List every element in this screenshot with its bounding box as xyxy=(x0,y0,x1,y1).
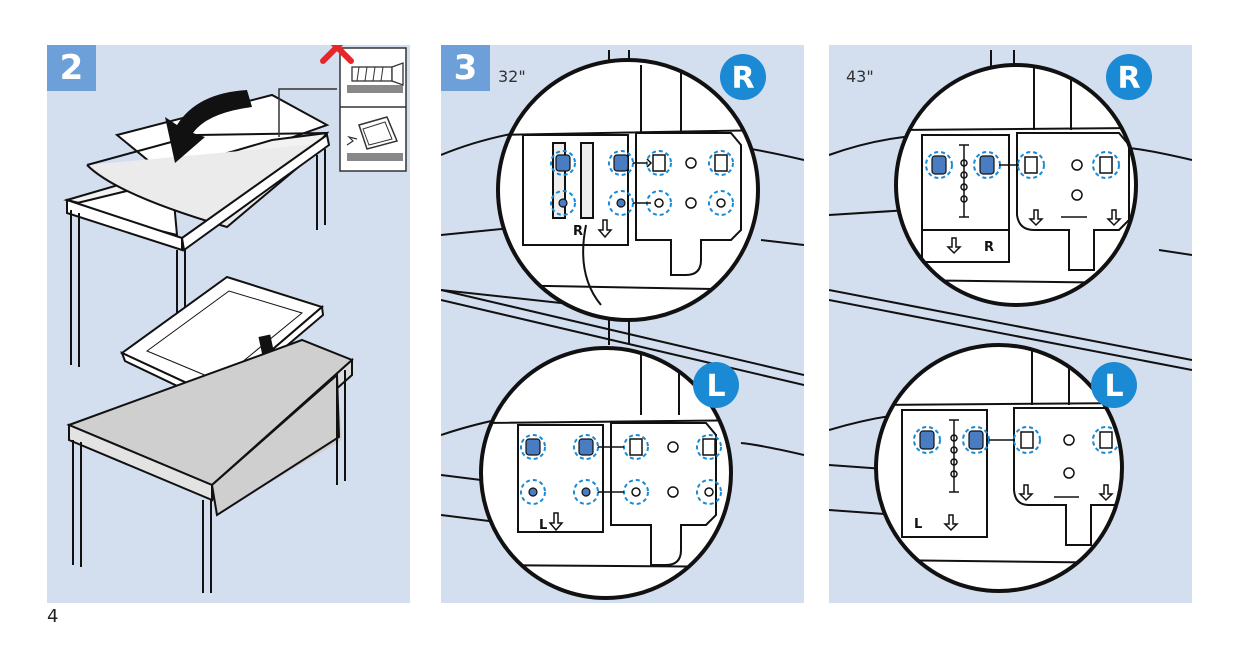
table-with-cloth-illustration xyxy=(63,93,331,375)
tv-drop-warning-icon xyxy=(346,116,403,161)
step-2-panel: 2 xyxy=(47,45,410,603)
bracket-32-illustration: R xyxy=(441,50,804,600)
left-side-badge-label: L xyxy=(706,369,725,404)
warning-box xyxy=(339,47,407,172)
left-side-badge xyxy=(693,362,739,408)
step-3-panel-43: R xyxy=(829,45,1192,603)
page-number: 4 xyxy=(47,606,59,627)
arrow-down-icon xyxy=(597,219,613,239)
left-side-badge xyxy=(1091,362,1137,408)
curved-arrow-icon xyxy=(165,90,252,163)
zoom-circle-top: R xyxy=(496,58,760,322)
step-3-badge: 3 xyxy=(441,45,490,91)
tv-size-label: 43" xyxy=(846,67,874,86)
right-side-badge xyxy=(720,54,766,100)
plate-label-top: R xyxy=(984,240,994,255)
screw-icon xyxy=(347,62,404,93)
right-side-badge-label: R xyxy=(1117,61,1140,96)
cross-icon xyxy=(320,45,354,64)
left-side-badge-label: L xyxy=(1104,369,1123,404)
zoom-circle-bottom: L xyxy=(479,346,733,600)
step-3-panel-32: R xyxy=(441,45,804,603)
tv-size-label: 32" xyxy=(498,67,526,86)
zoom-circle-bottom: L xyxy=(874,343,1124,593)
table-covered-illustration xyxy=(66,338,354,593)
bracket-43-illustration: R xyxy=(829,50,1192,593)
plate-label-top: R xyxy=(573,224,583,239)
right-side-badge xyxy=(1106,54,1152,100)
plate-label-bottom: L xyxy=(539,518,547,533)
step-2-badge: 2 xyxy=(47,45,96,91)
step-2-illustration xyxy=(63,45,407,593)
zoom-circle-top: R xyxy=(894,63,1138,307)
plate-label-bottom: L xyxy=(914,517,922,532)
right-side-badge-label: R xyxy=(731,61,754,96)
